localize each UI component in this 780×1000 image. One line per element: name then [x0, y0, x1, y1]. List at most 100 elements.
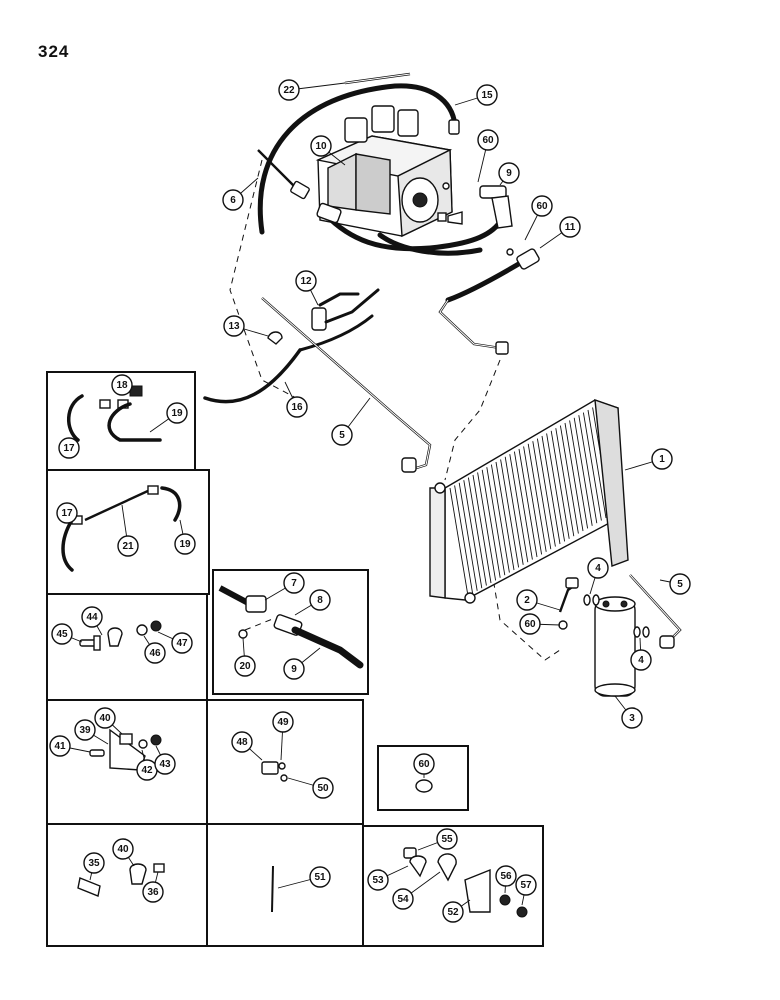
callout-39: 39 — [74, 719, 96, 741]
callout-19: 19 — [166, 402, 188, 424]
callout-4: 4 — [587, 557, 609, 579]
callout-46: 46 — [144, 642, 166, 664]
svg-text:57: 57 — [520, 880, 532, 891]
callout-45: 45 — [51, 623, 73, 645]
receiver-drier-3 — [594, 596, 636, 697]
callout-50: 50 — [312, 777, 334, 799]
callout-53: 53 — [367, 869, 389, 891]
svg-text:5: 5 — [339, 430, 345, 441]
callout-5: 5 — [331, 424, 353, 446]
callout-10: 10 — [310, 135, 332, 157]
svg-text:7: 7 — [291, 578, 297, 589]
condenser-1 — [429, 398, 629, 604]
svg-text:18: 18 — [116, 380, 128, 391]
callout-47: 47 — [171, 632, 193, 654]
callout-56: 56 — [495, 865, 517, 887]
svg-text:49: 49 — [277, 717, 289, 728]
svg-text:19: 19 — [179, 539, 191, 550]
callout-12: 12 — [295, 270, 317, 292]
svg-text:41: 41 — [54, 741, 66, 752]
callout-48: 48 — [231, 731, 253, 753]
hose-16 — [203, 348, 302, 404]
callout-6: 6 — [222, 189, 244, 211]
panel-52-57 — [362, 825, 544, 947]
svg-text:11: 11 — [565, 222, 576, 233]
svg-text:60: 60 — [524, 619, 536, 630]
svg-text:52: 52 — [447, 907, 459, 918]
switch-12 — [311, 307, 327, 331]
callout-35: 35 — [83, 852, 105, 874]
svg-text:42: 42 — [141, 765, 153, 776]
callout-7: 7 — [283, 572, 305, 594]
svg-text:50: 50 — [317, 783, 329, 794]
callout-20: 20 — [234, 655, 256, 677]
callout-3: 3 — [621, 707, 643, 729]
svg-text:60: 60 — [418, 759, 430, 770]
svg-text:20: 20 — [239, 661, 251, 672]
svg-text:17: 17 — [63, 443, 75, 454]
callout-36: 36 — [142, 881, 164, 903]
compressor-10 — [315, 105, 453, 238]
svg-text:47: 47 — [176, 638, 188, 649]
svg-text:16: 16 — [291, 402, 303, 413]
svg-text:43: 43 — [159, 759, 171, 770]
svg-text:36: 36 — [147, 887, 159, 898]
svg-text:45: 45 — [56, 629, 68, 640]
page-number: 324 — [38, 42, 70, 61]
callout-17: 17 — [56, 502, 78, 524]
hose-11 — [445, 259, 525, 303]
callout-42: 42 — [136, 759, 158, 781]
dashed-2 — [489, 559, 561, 661]
svg-text:21: 21 — [122, 541, 134, 552]
svg-text:4: 4 — [595, 563, 601, 574]
callout-40: 40 — [112, 838, 134, 860]
callout-60: 60 — [413, 753, 435, 775]
dashed-6 — [229, 159, 301, 401]
callout-40: 40 — [94, 707, 116, 729]
svg-text:55: 55 — [441, 834, 453, 845]
callout-18: 18 — [111, 374, 133, 396]
callout-60: 60 — [519, 613, 541, 635]
callout-49: 49 — [272, 711, 294, 733]
callout-8: 8 — [309, 589, 331, 611]
svg-text:51: 51 — [314, 872, 326, 883]
callout-11: 11 — [559, 216, 581, 238]
callout-1: 1 — [651, 448, 673, 470]
svg-text:39: 39 — [79, 725, 91, 736]
svg-text:46: 46 — [149, 648, 161, 659]
callout-51: 51 — [309, 866, 331, 888]
callout-44: 44 — [81, 606, 103, 628]
panel-51 — [206, 823, 364, 947]
panel-contents — [61, 385, 528, 918]
svg-text:53: 53 — [372, 875, 384, 886]
svg-text:44: 44 — [86, 612, 98, 623]
svg-text:13: 13 — [228, 321, 240, 332]
svg-text:6: 6 — [230, 195, 236, 206]
svg-text:48: 48 — [236, 737, 248, 748]
svg-text:56: 56 — [500, 871, 512, 882]
svg-text:1: 1 — [659, 454, 665, 465]
callout-22: 22 — [278, 79, 300, 101]
svg-text:15: 15 — [481, 90, 493, 101]
svg-text:4: 4 — [638, 655, 644, 666]
svg-text:9: 9 — [291, 664, 297, 675]
panel-17-21-19 — [46, 469, 210, 595]
hose-15-end — [448, 119, 460, 135]
clip-13 — [267, 331, 283, 345]
svg-text:54: 54 — [397, 894, 409, 905]
callout-9: 9 — [498, 162, 520, 184]
callout-57: 57 — [515, 874, 537, 896]
panel-7-8-9 — [212, 569, 369, 695]
svg-text:17: 17 — [61, 508, 73, 519]
panel-60 — [377, 745, 469, 811]
callout-41: 41 — [49, 735, 71, 757]
callout-43: 43 — [154, 753, 176, 775]
hose-9 — [322, 211, 503, 252]
callout-60: 60 — [477, 129, 499, 151]
callout-19: 19 — [174, 533, 196, 555]
svg-text:3: 3 — [629, 713, 635, 724]
callout-21: 21 — [117, 535, 139, 557]
svg-text:9: 9 — [506, 168, 512, 179]
